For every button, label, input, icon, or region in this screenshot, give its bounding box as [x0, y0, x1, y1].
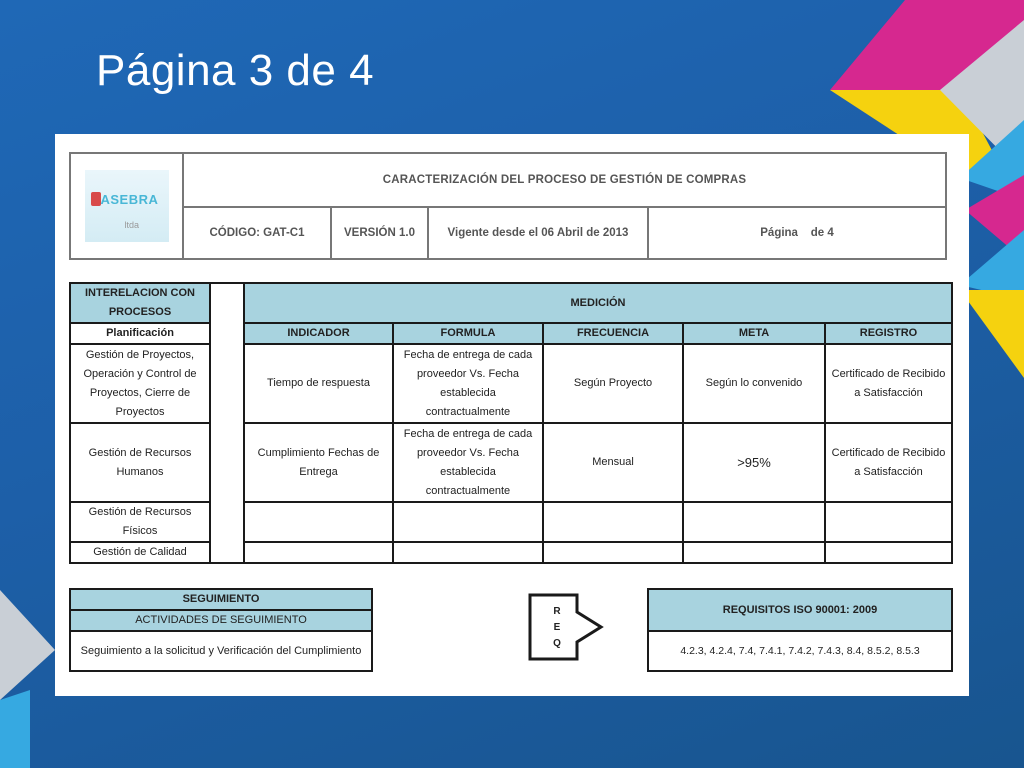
record-cell: Certificado de Recibido a Satisfacción [824, 422, 953, 503]
tracking-header: SEGUIMIENTO [69, 588, 373, 611]
formula-cell: Fecha de entrega de cada proveedor Vs. F… [392, 343, 544, 424]
empty-cell [243, 541, 394, 564]
logo-icon [90, 192, 101, 206]
empty-cell [824, 501, 953, 543]
frequency-cell: Mensual [542, 422, 684, 503]
measurement-table: INTERELACION CON PROCESOS MEDICIÓN Plani… [69, 282, 953, 564]
col-frequency: FRECUENCIA [542, 322, 684, 345]
process-item: Gestión de Recursos Humanos [69, 422, 211, 503]
document-page: Página de 4 [647, 206, 947, 260]
measurement-header: MEDICIÓN [243, 282, 953, 324]
req-letter: E [554, 622, 561, 633]
frequency-cell: Según Proyecto [542, 343, 684, 424]
empty-cell [682, 501, 826, 543]
col-formula: FORMULA [392, 322, 544, 345]
empty-cell [392, 501, 544, 543]
iso-requirements-table: REQUISITOS ISO 90001: 2009 4.2.3, 4.2.4,… [647, 588, 953, 672]
document-validity: Vigente desde el 06 Abril de 2013 [427, 206, 649, 260]
slide-title: Página 3 de 4 [96, 46, 375, 95]
document-code: CÓDIGO: GAT-C1 [182, 206, 332, 260]
empty-cell [542, 501, 684, 543]
document-header: ASEBRA ltda CARACTERIZACIÓN DEL PROCESO … [69, 152, 947, 260]
process-item: Gestión de Recursos Físicos [69, 501, 211, 543]
indicator-cell: Cumplimiento Fechas de Entrega [243, 422, 394, 503]
col-record: REGISTRO [824, 322, 953, 345]
goal-cell: >95% [682, 422, 826, 503]
process-item: Gestión de Calidad [69, 541, 211, 564]
processes-header: INTERELACION CON PROCESOS [69, 282, 211, 324]
empty-cell [824, 541, 953, 564]
req-letter: R [553, 606, 561, 617]
document-image: ASEBRA ltda CARACTERIZACIÓN DEL PROCESO … [55, 134, 969, 696]
spacer-column [209, 282, 245, 564]
tracking-table: SEGUIMIENTO ACTIVIDADES DE SEGUIMIENTO S… [69, 588, 373, 672]
iso-text: 4.2.3, 4.2.4, 7.4, 7.4.1, 7.4.2, 7.4.3, … [647, 630, 953, 672]
empty-cell [682, 541, 826, 564]
tracking-text: Seguimiento a la solicitud y Verificació… [69, 630, 373, 672]
iso-header: REQUISITOS ISO 90001: 2009 [647, 588, 953, 632]
tracking-subheader: ACTIVIDADES DE SEGUIMIENTO [69, 609, 373, 632]
empty-cell [243, 501, 394, 543]
formula-cell: Fecha de entrega de cada proveedor Vs. F… [392, 422, 544, 503]
col-indicator: INDICADOR [243, 322, 394, 345]
req-arrow-symbol: R E Q [528, 593, 604, 661]
company-logo: ASEBRA ltda [69, 152, 184, 260]
empty-cell [392, 541, 544, 564]
planning-label: Planificación [69, 322, 211, 345]
document-title: CARACTERIZACIÓN DEL PROCESO DE GESTIÓN D… [182, 152, 947, 208]
col-goal: META [682, 322, 826, 345]
indicator-cell: Tiempo de respuesta [243, 343, 394, 424]
record-cell: Certificado de Recibido a Satisfacción [824, 343, 953, 424]
process-item: Gestión de Proyectos, Operación y Contro… [69, 343, 211, 424]
empty-cell [542, 541, 684, 564]
req-letter: Q [553, 638, 561, 649]
goal-cell: Según lo convenido [682, 343, 826, 424]
document-version: VERSIÓN 1.0 [330, 206, 429, 260]
